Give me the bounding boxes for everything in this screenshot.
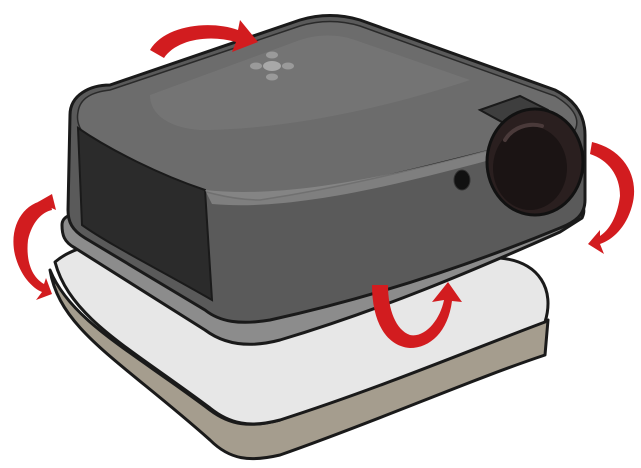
control-button-up (266, 52, 278, 59)
rotate-arrow-icon (588, 142, 634, 254)
rotate-arrow-icon (13, 194, 56, 300)
ir-sensor (454, 170, 470, 190)
control-button-down (266, 74, 278, 81)
control-button-center (263, 61, 281, 71)
control-button-right (282, 63, 294, 70)
control-button-left (250, 63, 262, 70)
